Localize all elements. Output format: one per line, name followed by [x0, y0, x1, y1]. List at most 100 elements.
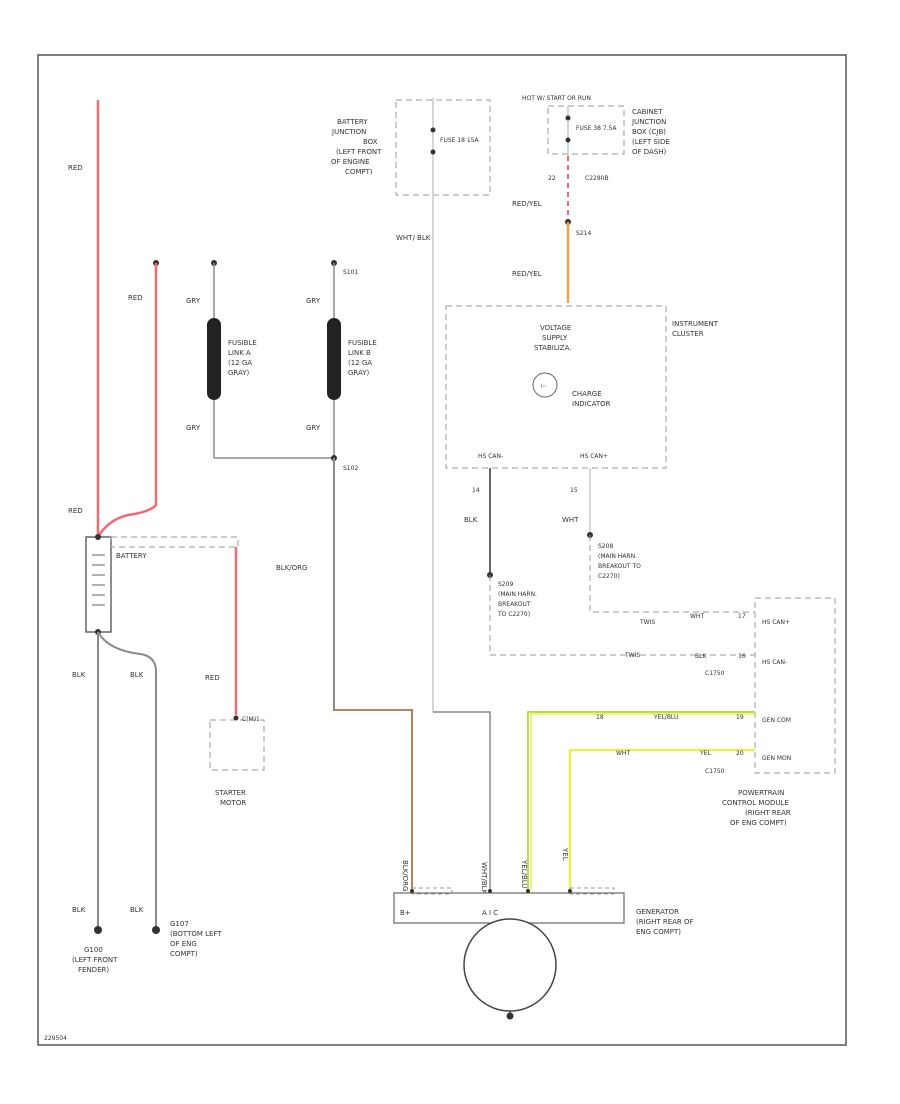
- instrument-cluster-box: [445, 305, 667, 469]
- label-gry-1: GRY: [186, 297, 201, 305]
- bjb-l5: OF ENGINE: [331, 158, 370, 166]
- label-wht-can: WHT: [562, 516, 579, 524]
- g107-l3: OF ENG: [170, 940, 197, 948]
- pin19: 19: [736, 714, 744, 721]
- s209-l1: S209: [498, 581, 513, 588]
- gen-l1: GENERATOR: [636, 908, 679, 916]
- twis-2: TWIS: [624, 652, 640, 659]
- pcm-gen-mon: GEN MON: [762, 755, 791, 762]
- pin22: 22: [548, 175, 556, 182]
- charge-indicator-glyph: ⊢: [541, 383, 546, 390]
- cluster-l2: CLUSTER: [672, 330, 704, 338]
- bjb-l6: COMPT): [345, 168, 373, 176]
- fuse18-label: FUSE 18 15A: [440, 137, 480, 144]
- cjb-l4: (LEFT SIDE: [632, 138, 670, 146]
- pcm-can-minus: HS CAN-: [762, 659, 787, 666]
- c1750-a: C1750: [705, 670, 725, 677]
- battery-dashed-box: [110, 536, 239, 548]
- s208-l2: (MAIN HARN.: [598, 553, 637, 560]
- wire-red-battery-feed: [96, 263, 158, 538]
- bjb-l1: BATTERY: [337, 118, 368, 126]
- pcm-l3: (RIGHT REAR: [745, 809, 791, 817]
- label-blk-1: BLK: [72, 671, 86, 679]
- bjb-l4: (LEFT FRONT: [336, 148, 382, 156]
- s208-l1: S208: [598, 543, 613, 550]
- battery-junction-box: [395, 99, 491, 196]
- label-gry-4: GRY: [306, 424, 321, 432]
- label-yel-blu-v: YEL/BLU: [520, 859, 528, 888]
- label-blk-org-v: BLK/ORG: [401, 860, 409, 891]
- wire-yel-blu: [527, 711, 755, 890]
- label-wht-blk: WHT/ BLK: [396, 234, 431, 242]
- s102-label: S102: [343, 465, 358, 472]
- ci-l1: CHARGE: [572, 390, 602, 398]
- g100-l1: G100: [84, 946, 103, 954]
- charge-indicator-icon: [532, 372, 558, 398]
- label-wht-blk-v: WHT/BLK: [480, 862, 488, 895]
- pin20: 20: [736, 750, 744, 757]
- ci-l2: INDICATOR: [572, 400, 611, 408]
- generator-connector: [393, 892, 625, 924]
- label-yel-blu: YEL/BLU: [653, 714, 678, 721]
- wire-blk-org-tan: [334, 709, 413, 890]
- fuse38-label: FUSE 38 7.5A: [576, 125, 617, 132]
- label-yel: YEL: [699, 750, 711, 757]
- label-red-3: RED: [68, 507, 83, 515]
- label-yel-v: YEL: [561, 847, 569, 861]
- c1750-b: C1750: [705, 768, 725, 775]
- label-red-yel-2: RED/YEL: [512, 270, 542, 278]
- fusible-link-b: [327, 318, 341, 400]
- pcm-l1: POWERTRAIN: [738, 789, 784, 797]
- g107-l4: COMPT): [170, 950, 198, 958]
- ground-g100: [94, 926, 102, 934]
- generator-ground: [506, 1012, 514, 1020]
- s208-l4: C2270): [598, 573, 620, 580]
- fusible-b-l2: LINK B: [348, 349, 371, 357]
- label-gry-3: GRY: [186, 424, 201, 432]
- fusible-a-l4: GRAY): [228, 369, 250, 377]
- hs-can-minus-cl: HS CAN-: [478, 453, 503, 460]
- label-wht-can2: WHT: [690, 613, 704, 620]
- vs-l2: SUPPLY: [542, 334, 568, 342]
- label-blk-can: BLK: [464, 516, 478, 524]
- label-wht-pcm: WHT: [616, 750, 630, 757]
- wire-blk-org: [333, 458, 413, 890]
- s209-l2: (MAIN HARN.: [498, 591, 537, 598]
- pcm-l4: OF ENG COMPT): [730, 819, 787, 827]
- starter-connector: C(M)1: [242, 716, 260, 723]
- label-blk-3: BLK: [72, 906, 86, 914]
- s209-l4: TO C2270): [497, 611, 530, 618]
- label-blk-can2: BLK: [695, 653, 707, 660]
- vs-l3: STABILIZA.: [534, 344, 571, 352]
- bjb-l3: BOX: [363, 138, 378, 146]
- g107-l1: G107: [170, 920, 189, 928]
- cjb-l2: JUNCTION: [631, 118, 666, 126]
- cjb-l1: CABINET: [632, 108, 663, 116]
- wire-wht-can-lower: [589, 535, 755, 613]
- pin16: 16: [738, 653, 746, 660]
- s214-label: S214: [576, 230, 591, 237]
- fusible-link-a: [207, 318, 221, 400]
- label-red-1: RED: [68, 164, 83, 172]
- s209-l3: BREAKOUT: [498, 601, 531, 608]
- fusible-a-l2: LINK A: [228, 349, 251, 357]
- wire-yel-blu-inner: [530, 713, 755, 890]
- pin18: 18: [596, 714, 604, 721]
- s208-l3: BREAKOUT TO: [598, 563, 641, 570]
- fusible-a-l3: (12 GA: [228, 359, 252, 367]
- gen-b-plus: B+: [400, 909, 411, 917]
- label-blk-2: BLK: [130, 671, 144, 679]
- fusible-a-l1: FUSIBLE: [228, 339, 257, 347]
- cabinet-junction-box: [547, 105, 625, 155]
- bjb-l2: JUNCTION: [331, 128, 366, 136]
- starter-label-1: STARTER: [215, 789, 246, 797]
- g107-l2: (BOTTOM LEFT: [170, 930, 222, 938]
- pin17: 17: [738, 613, 746, 620]
- pcm-can-plus: HS CAN+: [762, 619, 790, 626]
- pcm-gen-com: GEN COM: [762, 717, 791, 724]
- label-red-yel-1: RED/YEL: [512, 200, 542, 208]
- twis-1: TWIS: [639, 619, 655, 626]
- fusible-b-l3: (12 GA: [348, 359, 372, 367]
